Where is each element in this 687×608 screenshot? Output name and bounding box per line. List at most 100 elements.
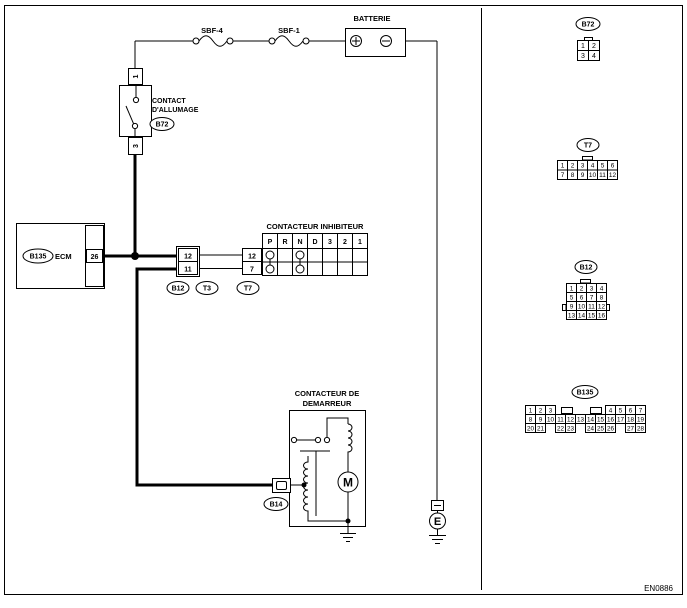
- pin-number: 2: [539, 407, 543, 414]
- connector-view-label: T7: [584, 143, 592, 150]
- pin-number: 5: [570, 294, 574, 301]
- pin-number: 20: [527, 425, 535, 432]
- pin-cell: [535, 423, 546, 433]
- motor-label: M: [343, 476, 353, 490]
- pin-number: 19: [637, 416, 645, 423]
- pin-number: 4: [592, 53, 596, 60]
- starter-label-line2: DEMARREUR: [303, 399, 352, 408]
- pin-number: 9: [570, 303, 574, 310]
- ground-icon: [429, 535, 446, 544]
- pin-number: 22: [557, 425, 565, 432]
- wire-junction: [131, 252, 139, 260]
- pin-number: 1: [561, 163, 565, 170]
- battery-minus-icon: [380, 35, 392, 47]
- pin-number: 17: [617, 416, 625, 423]
- pin-number: 7: [639, 407, 643, 414]
- pin-number: 21: [537, 425, 545, 432]
- pin-number: 5: [619, 407, 623, 414]
- pin-number: 14: [587, 416, 595, 423]
- pin-number: 9: [539, 416, 543, 423]
- ignition-pin-1-box: [128, 68, 143, 85]
- ecm-connector-label: B135: [30, 254, 47, 261]
- position-2: 2: [343, 239, 347, 246]
- motor-icon: M: [337, 471, 359, 493]
- inhibitor-switch: CONTACTEUR INHIBITEUR 12 7 P R N D 3 2 1: [236, 222, 368, 295]
- pin-number: 12: [609, 172, 617, 179]
- pin-number: 14: [578, 312, 586, 319]
- pin-number: 10: [578, 303, 586, 310]
- pin-number: 2: [571, 163, 575, 170]
- ignition-switch: 1 3 CONTACT D'ALLUMAGE B72: [119, 68, 199, 155]
- pin-number: 1: [529, 407, 533, 414]
- pin-number: 1: [581, 43, 585, 50]
- pin-cell: [565, 423, 576, 433]
- pin-number: 23: [567, 425, 575, 432]
- connector-view-label: B135: [577, 390, 594, 397]
- ground-label: E: [434, 516, 441, 528]
- pin-number: 3: [581, 163, 585, 170]
- pin-number: 2: [580, 285, 584, 292]
- pin-number: 15: [597, 416, 605, 423]
- inhibitor-pin-bottom: 7: [250, 267, 254, 274]
- joint-connector-label-1: B12: [172, 286, 185, 293]
- pin-number: 24: [587, 425, 595, 432]
- position-3: 3: [328, 239, 332, 246]
- pin-number: 6: [611, 163, 615, 170]
- position-1: 1: [358, 239, 362, 246]
- inhibitor-pin-top: 12: [248, 254, 256, 261]
- harness-wires: [103, 154, 272, 487]
- ecm-label: ECM: [55, 252, 72, 261]
- pin-number: 8: [600, 294, 604, 301]
- battery: BATTERIE: [345, 14, 406, 57]
- transmission-harness-wires: [199, 254, 242, 269]
- pin-number: 3: [590, 285, 594, 292]
- ignition-label-line2: D'ALLUMAGE: [152, 107, 199, 114]
- inhibitor-label: CONTACTEUR INHIBITEUR: [267, 222, 365, 231]
- pin-number: 16: [607, 416, 615, 423]
- pin-number: 11: [557, 416, 564, 423]
- pin-number: 3: [581, 53, 585, 60]
- ecm-pin: 26: [91, 254, 99, 261]
- contact-p: [265, 250, 275, 274]
- starter-connector-label: B14: [270, 502, 283, 509]
- pin-number: 18: [627, 416, 635, 423]
- supply-wire: [134, 40, 438, 500]
- pin-number: 7: [561, 172, 565, 179]
- pin-number: 15: [588, 312, 596, 319]
- ignition-pin-3: 3: [133, 144, 140, 148]
- starter-label-line1: CONTACTEUR DE: [295, 389, 359, 398]
- pin-number: 11: [599, 172, 606, 179]
- solenoid-coil-icon: [347, 423, 353, 472]
- position-d: D: [312, 239, 317, 246]
- ignition-connector-label: B72: [156, 122, 169, 129]
- inhibitor-connector-label: T7: [244, 286, 252, 293]
- pin-number: 2: [592, 43, 596, 50]
- pin-number: 8: [571, 172, 575, 179]
- pin-number: 25: [597, 425, 605, 432]
- page-frame: [4, 5, 683, 595]
- connector-view-label: B12: [580, 265, 593, 272]
- pin-number: 6: [629, 407, 633, 414]
- pin-number: 27: [627, 425, 635, 432]
- joint-connector: 12 11 B12 T3: [166, 246, 219, 295]
- position-n: N: [297, 239, 302, 246]
- pin-number: 13: [577, 416, 585, 423]
- pin-number: 5: [601, 163, 605, 170]
- pin-cell: [588, 50, 600, 61]
- fuse-sbf-1-label: SBF-1: [278, 26, 300, 35]
- pin-number: 10: [589, 172, 597, 179]
- joint-connector-label-2: T3: [203, 286, 211, 293]
- pin-number: 16: [598, 312, 606, 319]
- fuse-sbf-4: SBF-4: [192, 26, 234, 47]
- pin-number: 4: [609, 407, 613, 414]
- battery-label: BATTERIE: [354, 14, 391, 23]
- ignition-pin-1: 1: [133, 74, 140, 78]
- pin-number: 13: [568, 312, 576, 319]
- pin-number: 12: [598, 303, 606, 310]
- pin-number: 4: [591, 163, 595, 170]
- contact-n: [295, 250, 305, 274]
